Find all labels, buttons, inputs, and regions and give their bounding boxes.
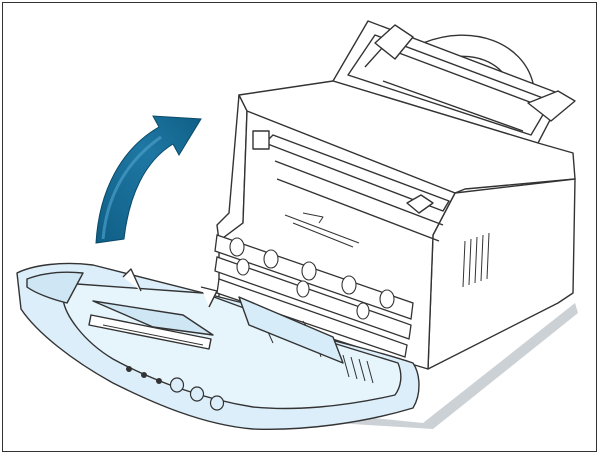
led-indicator — [156, 378, 163, 385]
feed-rollers — [214, 234, 414, 358]
right-side-panel — [427, 178, 576, 370]
printer-illustration — [16, 20, 578, 430]
led-indicator — [125, 366, 132, 373]
control-panel — [125, 366, 225, 411]
front-cover-open — [16, 262, 420, 430]
led-indicator — [141, 372, 148, 379]
panel-button — [189, 386, 205, 402]
side-vents — [462, 232, 490, 288]
close-cover-arrow-icon — [95, 115, 202, 244]
panel-button — [169, 377, 185, 393]
figure-frame — [2, 2, 597, 452]
panel-button — [209, 395, 225, 411]
